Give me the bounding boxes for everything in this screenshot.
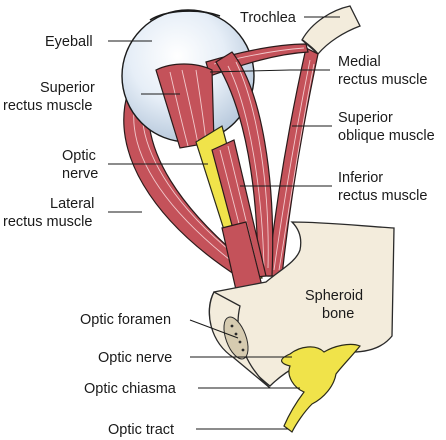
label-optic-foramen: Optic foramen xyxy=(80,312,171,328)
label-lateral-rectus-line1: Lateral xyxy=(50,196,94,212)
labels: Eyeball Trochlea Superior rectus muscle … xyxy=(3,10,435,438)
trochlea xyxy=(301,5,361,55)
superior-rectus-muscle xyxy=(155,63,215,149)
label-spheroid-bone-line2: bone xyxy=(322,306,354,322)
label-optic-chiasma: Optic chiasma xyxy=(84,381,177,397)
optic-foramen xyxy=(223,316,249,360)
label-superior-oblique-line1: Superior xyxy=(338,110,393,126)
label-optic-nerve-upper-line2: nerve xyxy=(62,166,98,182)
label-lateral-rectus-line2: rectus muscle xyxy=(3,214,92,230)
label-eyeball: Eyeball xyxy=(45,34,93,50)
label-superior-oblique-line2: oblique muscle xyxy=(338,128,435,144)
leader-lines xyxy=(108,16,340,430)
label-superior-rectus-line2: rectus muscle xyxy=(3,98,92,114)
label-inferior-rectus-line1: Inferior xyxy=(338,170,383,186)
label-medial-rectus-line2: rectus muscle xyxy=(338,72,427,88)
label-optic-nerve-upper-line1: Optic xyxy=(62,148,96,164)
optic-chiasma xyxy=(281,343,361,433)
label-trochlea: Trochlea xyxy=(240,10,297,26)
label-superior-rectus-line1: Superior xyxy=(40,80,95,96)
label-medial-rectus-line1: Medial xyxy=(338,54,381,70)
label-optic-nerve-lower: Optic nerve xyxy=(98,350,172,366)
label-inferior-rectus-line2: rectus muscle xyxy=(338,188,427,204)
label-optic-tract: Optic tract xyxy=(108,422,174,438)
label-spheroid-bone-line1: Spheroid xyxy=(305,288,363,304)
